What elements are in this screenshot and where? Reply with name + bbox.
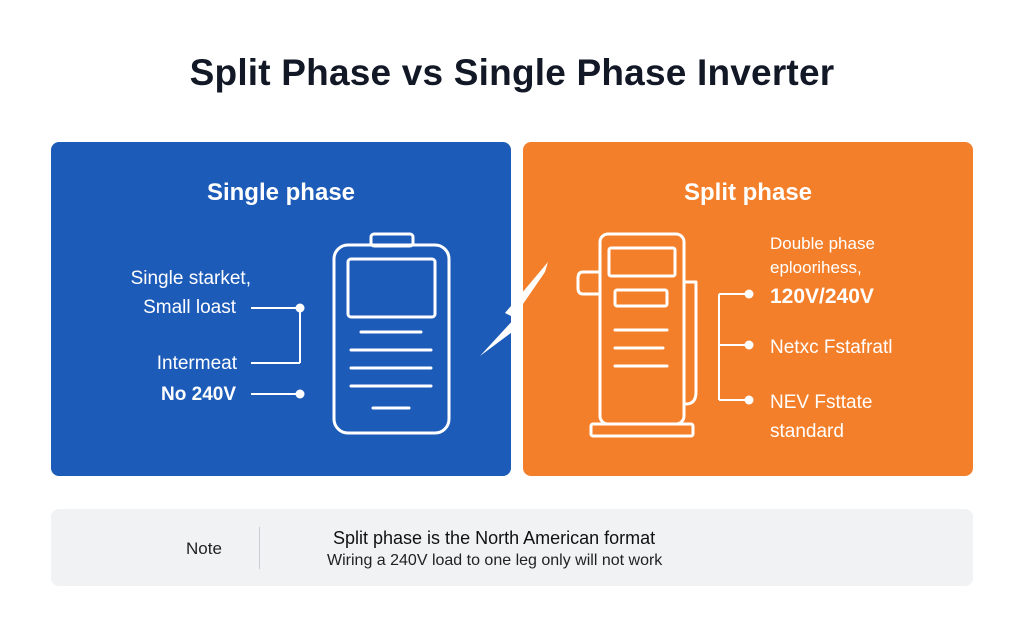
single-phase-label-2: Small loast (143, 297, 236, 318)
note-divider (259, 527, 260, 569)
charging-station-icon (576, 232, 698, 438)
single-phase-connectors (251, 303, 305, 399)
single-phase-label-4: No 240V (161, 384, 236, 405)
note-box: Note Split phase is the North American f… (51, 509, 973, 586)
note-label: Note (186, 539, 222, 558)
split-phase-label-4: Netxc Fstafratl (770, 337, 893, 358)
single-phase-panel: Single phase Single starket, Small loast… (51, 142, 511, 476)
split-phase-label-3: 120V/240V (770, 285, 874, 308)
split-phase-label-5: NEV Fsttate (770, 392, 873, 413)
split-phase-label-2: eploorihess, (770, 258, 862, 277)
battery-device-icon (332, 232, 451, 435)
note-line-2: Wiring a 240V load to one leg only will … (327, 552, 663, 569)
single-phase-title: Single phase (206, 179, 356, 206)
page-title: Split Phase vs Single Phase Inverter (189, 52, 835, 93)
note-line-1: Split phase is the North American format (333, 528, 656, 548)
split-phase-label-1: Double phase (770, 234, 875, 253)
single-phase-label-3: Intermeat (156, 353, 237, 374)
split-phase-panel: Split phase Double phase eploorihess, 12… (523, 142, 973, 476)
single-phase-label-1: Single starket, (130, 268, 251, 289)
split-phase-label-6: standard (770, 421, 844, 442)
split-phase-connectors (718, 289, 754, 405)
split-phase-title: Split phase (683, 179, 813, 206)
